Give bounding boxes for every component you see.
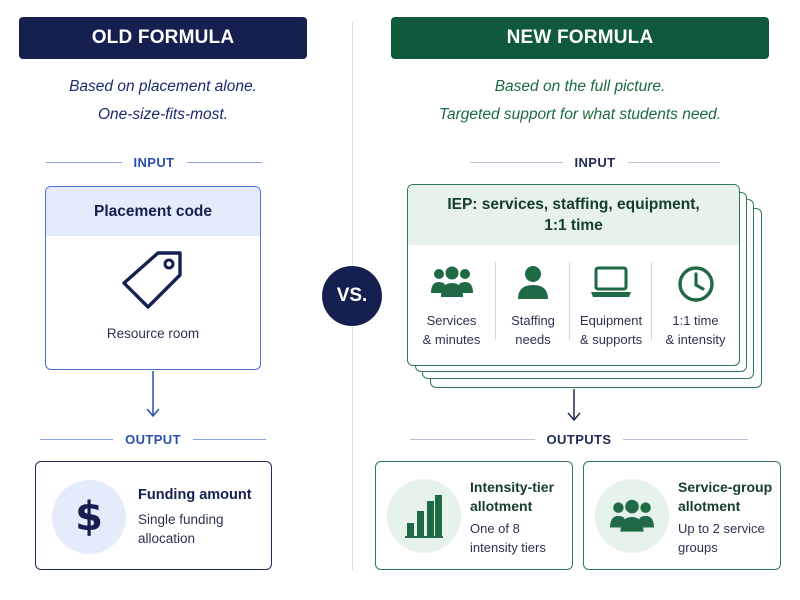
new-outputs-label: OUTPUTS [410, 432, 749, 447]
equipment-label-2: & supports [579, 332, 643, 347]
services-label-1: Services [426, 313, 477, 328]
people-group-icon [430, 265, 474, 304]
input-column-services: Services & minutes [408, 245, 495, 365]
clock-icon [677, 265, 715, 308]
column-divider [651, 262, 652, 340]
intensity-tier-output-card: Intensity-tier allotment One of 8 intens… [375, 461, 573, 570]
time-label-2: & intensity [665, 332, 726, 347]
old-subtitle-2: One-size-fits-most. [97, 106, 229, 123]
new-arrow-down-icon [567, 389, 581, 422]
service-group-desc: Up to 2 service groups [678, 521, 765, 555]
new-input-card-title: IEP: services, staffing, equipment, 1:1 … [408, 185, 739, 245]
old-input-card: Placement code Resource room [45, 186, 261, 370]
person-icon [516, 265, 550, 306]
bar-chart-icon [387, 479, 461, 553]
intensity-tier-desc: One of 8 intensity tiers [470, 521, 546, 555]
old-input-card-label: Resource room [106, 326, 200, 341]
service-group-output-card: Service-group allotment Up to 2 service … [583, 461, 781, 570]
column-divider [569, 262, 570, 340]
old-subtitle-1: Based on placement alone. [69, 78, 257, 95]
equipment-label-1: Equipment [579, 313, 643, 328]
old-formula-header: OLD FORMULA [19, 17, 307, 59]
old-arrow-down-icon [146, 371, 160, 418]
service-group-title: Service-group allotment [678, 479, 773, 514]
old-output-desc: Single funding allocation [138, 512, 224, 546]
old-output-card: $ Funding amount Single funding allocati… [35, 461, 272, 570]
column-divider [495, 262, 496, 340]
people-group-icon [595, 479, 669, 553]
staffing-label-1: Staffing [511, 313, 555, 328]
old-output-title: Funding amount [138, 487, 252, 503]
staffing-label-2: needs [515, 332, 551, 347]
vs-badge: VS. [322, 266, 382, 326]
new-subtitle-1: Based on the full picture. [494, 78, 666, 95]
dollar-icon: $ [52, 480, 126, 554]
laptop-icon [589, 265, 633, 304]
time-label-1: 1:1 time [672, 313, 719, 328]
input-column-equipment: Equipment & supports [570, 245, 652, 365]
old-input-label: INPUT [46, 155, 262, 170]
new-formula-header: NEW FORMULA [391, 17, 769, 59]
services-label-2: & minutes [422, 332, 481, 347]
tag-icon [120, 249, 186, 316]
new-subtitle-2: Targeted support for what students need. [438, 106, 722, 123]
new-input-label: INPUT [470, 155, 720, 170]
input-column-staffing: Staffing needs [496, 245, 570, 365]
new-input-card: IEP: services, staffing, equipment, 1:1 … [407, 184, 740, 366]
old-input-card-title: Placement code [46, 187, 260, 236]
intensity-tier-title: Intensity-tier allotment [470, 479, 555, 514]
input-column-time: 1:1 time & intensity [652, 245, 739, 365]
old-output-label: OUTPUT [40, 432, 266, 447]
